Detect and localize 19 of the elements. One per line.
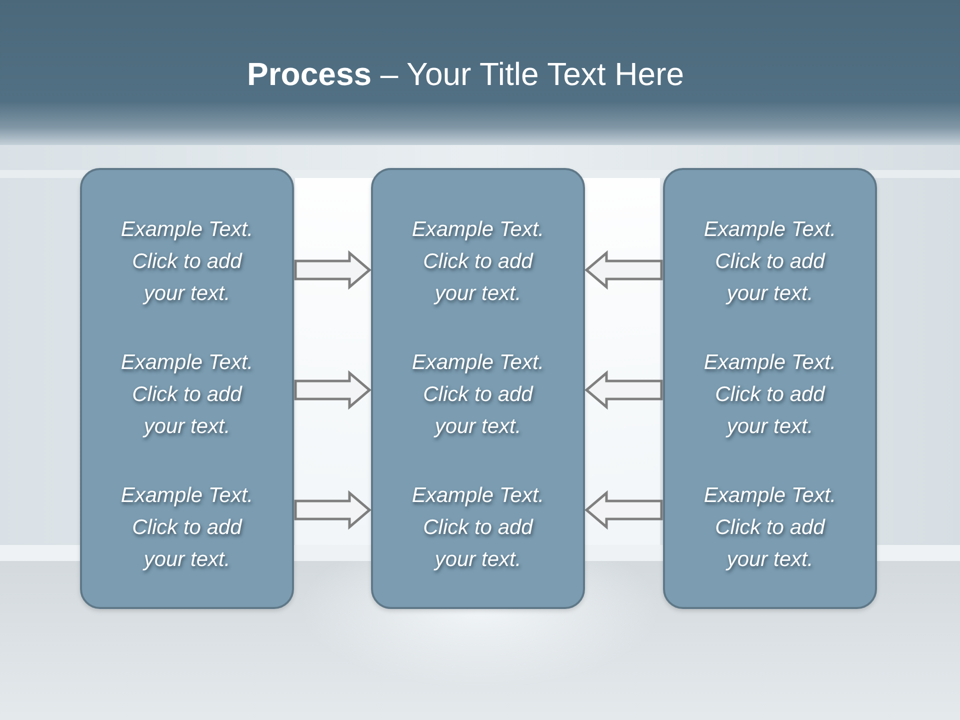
block-arrow xyxy=(584,370,663,410)
process-panel xyxy=(80,168,294,609)
panel-text: Example Text. Click to add your text. xyxy=(410,483,546,573)
panel-text: Example Text. Click to add your text. xyxy=(120,217,254,307)
slide-title: Process – Your Title Text Here xyxy=(247,55,684,94)
block-arrow xyxy=(584,490,663,530)
process-panel xyxy=(663,168,877,609)
panel-text: Example Text. Click to add your text. xyxy=(120,483,254,573)
panel-text: Example Text. Click to add your text. xyxy=(702,483,838,573)
block-arrow xyxy=(294,250,372,290)
block-arrow xyxy=(584,250,663,290)
panel-text: Example Text. Click to add your text. xyxy=(702,217,838,307)
block-arrow xyxy=(294,370,372,410)
block-arrow xyxy=(294,490,372,530)
panel-text: Example Text. Click to add your text. xyxy=(410,217,546,307)
panel-text: Example Text. Click to add your text. xyxy=(410,350,546,440)
panel-text: Example Text. Click to add your text. xyxy=(120,350,254,440)
panel-text: Example Text. Click to add your text. xyxy=(702,350,838,440)
process-panel xyxy=(371,168,585,609)
